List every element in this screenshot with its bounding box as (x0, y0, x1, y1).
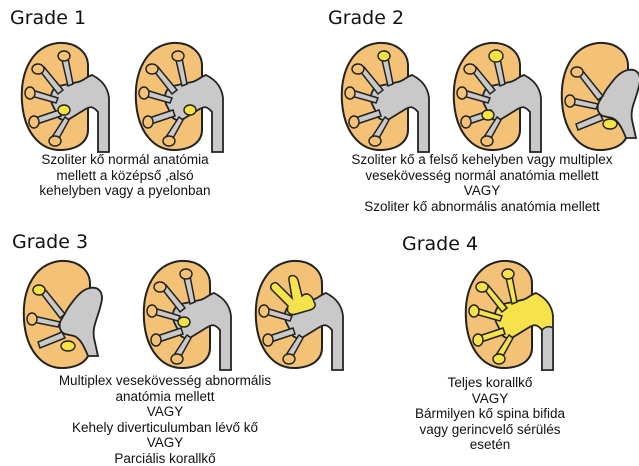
stone-diverticulum (178, 317, 190, 327)
grade-1-kidney-1 (18, 40, 113, 155)
grade-4-kidney-1 (462, 258, 557, 373)
grade-3-title: Grade 3 (12, 231, 88, 253)
grade-2-title: Grade 2 (328, 7, 404, 29)
grade-2-kidney-3 (558, 40, 639, 155)
grade-3-kidney-1 (20, 258, 115, 373)
grade-1-title: Grade 1 (10, 7, 86, 29)
stone-lower-calyx (61, 341, 75, 351)
grade-4-description: Teljes korallkő VAGY Bármilyen kő spina … (395, 375, 585, 453)
stone-lower-calyx (482, 110, 494, 120)
grade-3-kidney-3 (252, 258, 347, 373)
grade-2-kidney-2 (450, 40, 545, 155)
grade-1-kidney-2 (132, 40, 227, 155)
stone-upper-calyx (489, 50, 503, 62)
stone-middle-calyx (58, 105, 70, 115)
stone-upper-calyx (378, 51, 390, 61)
stone-lower-calyx (603, 119, 617, 129)
grade-3-kidney-2 (140, 258, 235, 373)
grade-4-title: Grade 4 (402, 233, 478, 255)
stone-pelvis (184, 105, 196, 115)
grade-2-description: Szoliter kő a felső kehelyben vagy multi… (332, 152, 632, 214)
stone-upper-calyx (33, 285, 45, 295)
grade-1-description: Szoliter kő normál anatómia mellett a kö… (20, 152, 230, 199)
grade-3-description: Multiplex vesekövesség abnormális anatóm… (30, 373, 300, 466)
grade-2-kidney-1 (338, 40, 433, 155)
